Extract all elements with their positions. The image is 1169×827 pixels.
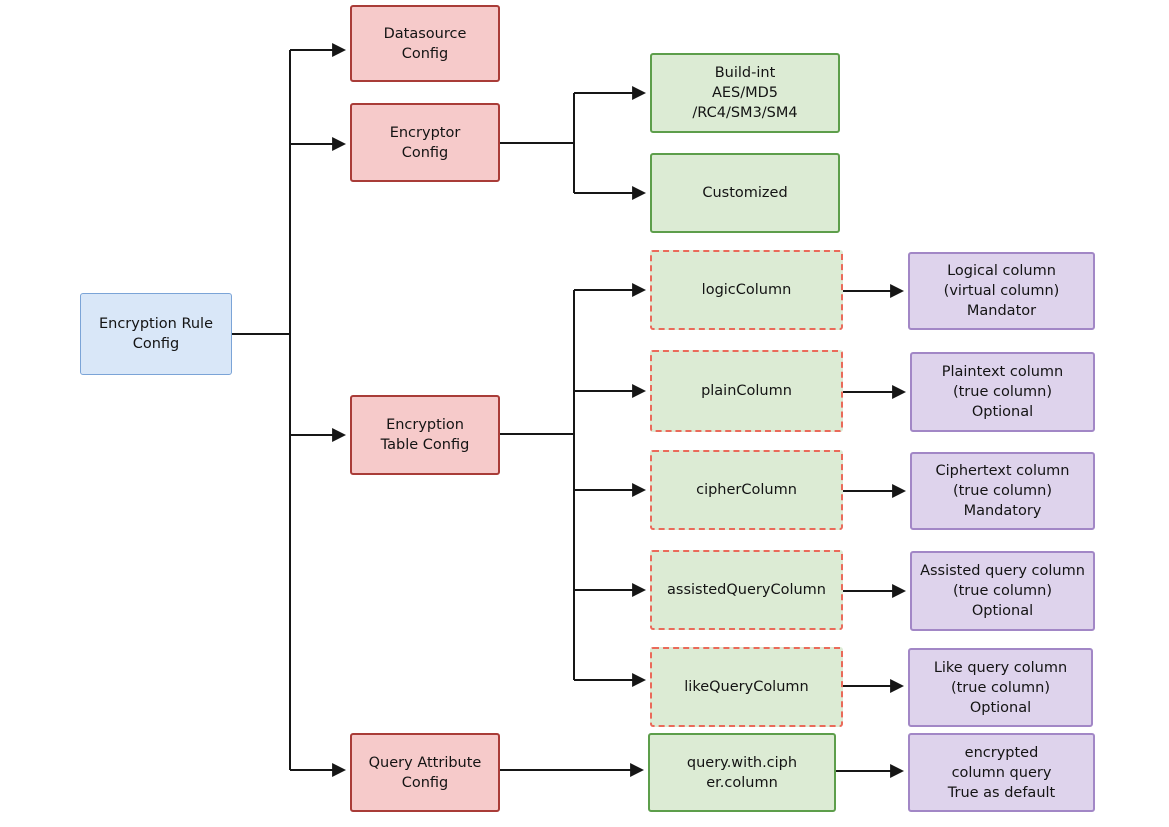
node-label: Customized [702,185,788,201]
node-customized: Customized [650,153,840,233]
node-builtin-algorithms: Build-int AES/MD5 /RC4/SM3/SM4 [650,53,840,133]
node-label: Assisted query column (true column) Opti… [920,563,1085,619]
node-encrypted-column-query-desc: encrypted column query True as default [908,733,1095,812]
node-label: Like query column (true column) Optional [933,659,1068,716]
node-label: cipherColumn [696,482,797,498]
node-label: Encryption Table Config [380,417,470,453]
node-encryption-table-config: Encryption Table Config [350,395,500,475]
node-label: Encryptor Config [389,124,461,161]
node-cipher-column: cipherColumn [650,450,843,530]
node-label: Encryption Rule Config [98,316,214,352]
node-label: Logical column (virtual column) Mandator [943,263,1060,319]
node-label: Datasource Config [383,25,467,62]
node-label: encrypted column query True as default [947,744,1056,801]
node-query-attribute-config: Query Attribute Config [350,733,500,812]
node-label: Ciphertext column (true column) Mandator… [935,463,1070,519]
node-like-query-column-desc: Like query column (true column) Optional [908,648,1093,727]
node-query-with-cipher-column: query.with.ciph er.column [648,733,836,812]
node-label: assistedQueryColumn [667,582,826,598]
node-plain-column: plainColumn [650,350,843,432]
node-label: Plaintext column (true column) Optional [941,364,1064,420]
node-encryption-rule-config: Encryption Rule Config [80,293,232,375]
node-logical-column-desc: Logical column (virtual column) Mandator [908,252,1095,330]
node-like-query-column: likeQueryColumn [650,647,843,727]
node-plaintext-column-desc: Plaintext column (true column) Optional [910,352,1095,432]
node-label: Query Attribute Config [368,754,482,791]
node-label: logicColumn [701,282,792,298]
node-label: Build-int AES/MD5 /RC4/SM3/SM4 [692,65,798,121]
node-encryptor-config: Encryptor Config [350,103,500,182]
node-assisted-query-column: assistedQueryColumn [650,550,843,630]
node-label: plainColumn [701,383,792,399]
node-ciphertext-column-desc: Ciphertext column (true column) Mandator… [910,452,1095,530]
node-label: likeQueryColumn [684,679,809,695]
node-label: query.with.ciph er.column [686,754,798,791]
node-datasource-config: Datasource Config [350,5,500,82]
node-logic-column: logicColumn [650,250,843,330]
node-assisted-query-column-desc: Assisted query column (true column) Opti… [910,551,1095,631]
